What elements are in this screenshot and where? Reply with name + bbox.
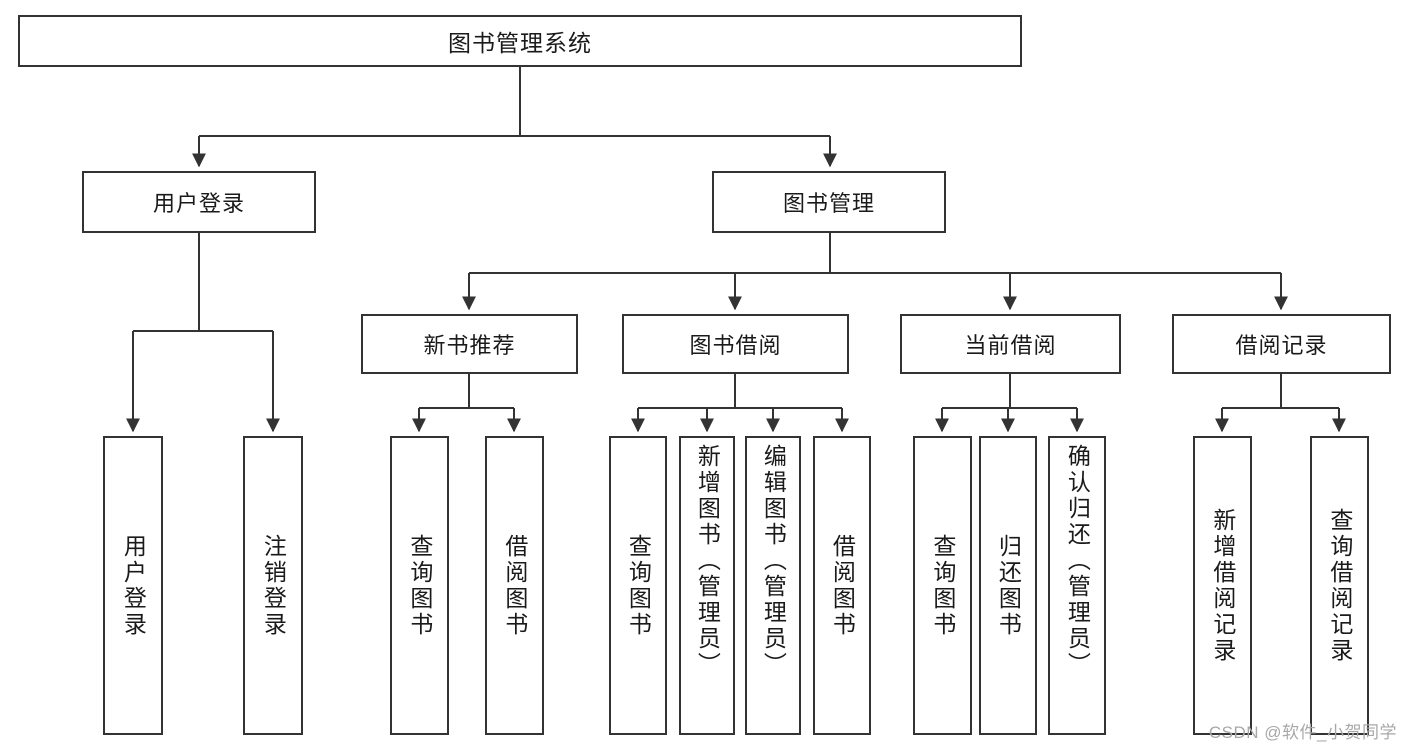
node-book-manage-label: 图书管理 <box>782 191 875 216</box>
node-leaf-return-book-label: 归还图书 <box>995 533 1022 638</box>
leaf-inner: 注销登录 <box>245 438 301 733</box>
leaf-inner: 借阅图书 <box>815 438 869 733</box>
node-leaf-borrow-book-rec[interactable]: 借阅图书 <box>485 436 544 735</box>
node-user-login-label: 用户登录 <box>152 191 245 216</box>
node-leaf-user-logout-label: 注销登录 <box>260 533 287 638</box>
node-leaf-query-book-rec[interactable]: 查询图书 <box>390 436 449 735</box>
watermark: CSDN @软件_小贺同学 <box>1208 723 1397 742</box>
node-leaf-borrow-book-bm[interactable]: 借阅图书 <box>813 436 871 735</box>
node-leaf-query-book-rec-label: 查询图书 <box>406 533 433 638</box>
node-leaf-query-record[interactable]: 查询借阅记录 <box>1310 436 1369 735</box>
node-leaf-user-logout[interactable]: 注销登录 <box>243 436 303 735</box>
node-current-borrow-label: 当前借阅 <box>964 333 1057 358</box>
node-user-login[interactable]: 用户登录 <box>82 171 316 233</box>
leaf-inner: 借阅图书 <box>487 438 542 733</box>
leaf-inner: 归还图书 <box>981 438 1035 733</box>
leaf-inner: 编辑图书（管理员） <box>747 438 799 733</box>
node-leaf-add-book[interactable]: 新增图书（管理员） <box>679 436 735 735</box>
node-leaf-query-book-bm[interactable]: 查询图书 <box>609 436 667 735</box>
node-new-book-recommend[interactable]: 新书推荐 <box>361 314 578 374</box>
node-leaf-edit-book-label: 编辑图书（管理员） <box>760 444 787 678</box>
node-leaf-borrow-book-bm-label: 借阅图书 <box>829 533 856 638</box>
node-leaf-user-login-label: 用户登录 <box>120 533 147 638</box>
leaf-inner: 查询图书 <box>915 438 970 733</box>
node-borrow-record[interactable]: 借阅记录 <box>1172 314 1391 374</box>
node-root-label: 图书管理系统 <box>448 30 592 56</box>
leaf-inner: 查询图书 <box>392 438 447 733</box>
node-leaf-edit-book[interactable]: 编辑图书（管理员） <box>745 436 801 735</box>
leaf-inner: 查询借阅记录 <box>1312 438 1367 733</box>
node-leaf-borrow-book-rec-label: 借阅图书 <box>501 533 528 638</box>
node-current-borrow[interactable]: 当前借阅 <box>900 314 1121 374</box>
leaf-inner: 新增借阅记录 <box>1195 438 1250 733</box>
node-book-manage[interactable]: 图书管理 <box>712 171 946 233</box>
node-leaf-query-book-cb[interactable]: 查询图书 <box>913 436 972 735</box>
node-book-borrow-label: 图书借阅 <box>689 333 782 358</box>
leaf-inner: 新增图书（管理员） <box>681 438 733 733</box>
node-leaf-return-book[interactable]: 归还图书 <box>979 436 1037 735</box>
node-leaf-confirm-return-label: 确认归还（管理员） <box>1064 444 1091 678</box>
node-new-book-recommend-label: 新书推荐 <box>423 333 516 358</box>
node-borrow-record-label: 借阅记录 <box>1235 333 1328 358</box>
node-book-borrow[interactable]: 图书借阅 <box>622 314 849 374</box>
node-leaf-query-book-cb-label: 查询图书 <box>929 533 956 638</box>
node-leaf-add-book-label: 新增图书（管理员） <box>694 444 721 678</box>
node-leaf-query-book-bm-label: 查询图书 <box>625 533 652 638</box>
node-root[interactable]: 图书管理系统 <box>18 15 1022 67</box>
node-leaf-query-record-label: 查询借阅记录 <box>1326 507 1353 664</box>
node-leaf-add-record-label: 新增借阅记录 <box>1209 507 1236 664</box>
leaf-inner: 用户登录 <box>105 438 161 733</box>
leaf-inner: 确认归还（管理员） <box>1050 438 1104 733</box>
node-leaf-user-login[interactable]: 用户登录 <box>103 436 163 735</box>
node-leaf-confirm-return[interactable]: 确认归还（管理员） <box>1048 436 1106 735</box>
node-leaf-add-record[interactable]: 新增借阅记录 <box>1193 436 1252 735</box>
leaf-inner: 查询图书 <box>611 438 665 733</box>
